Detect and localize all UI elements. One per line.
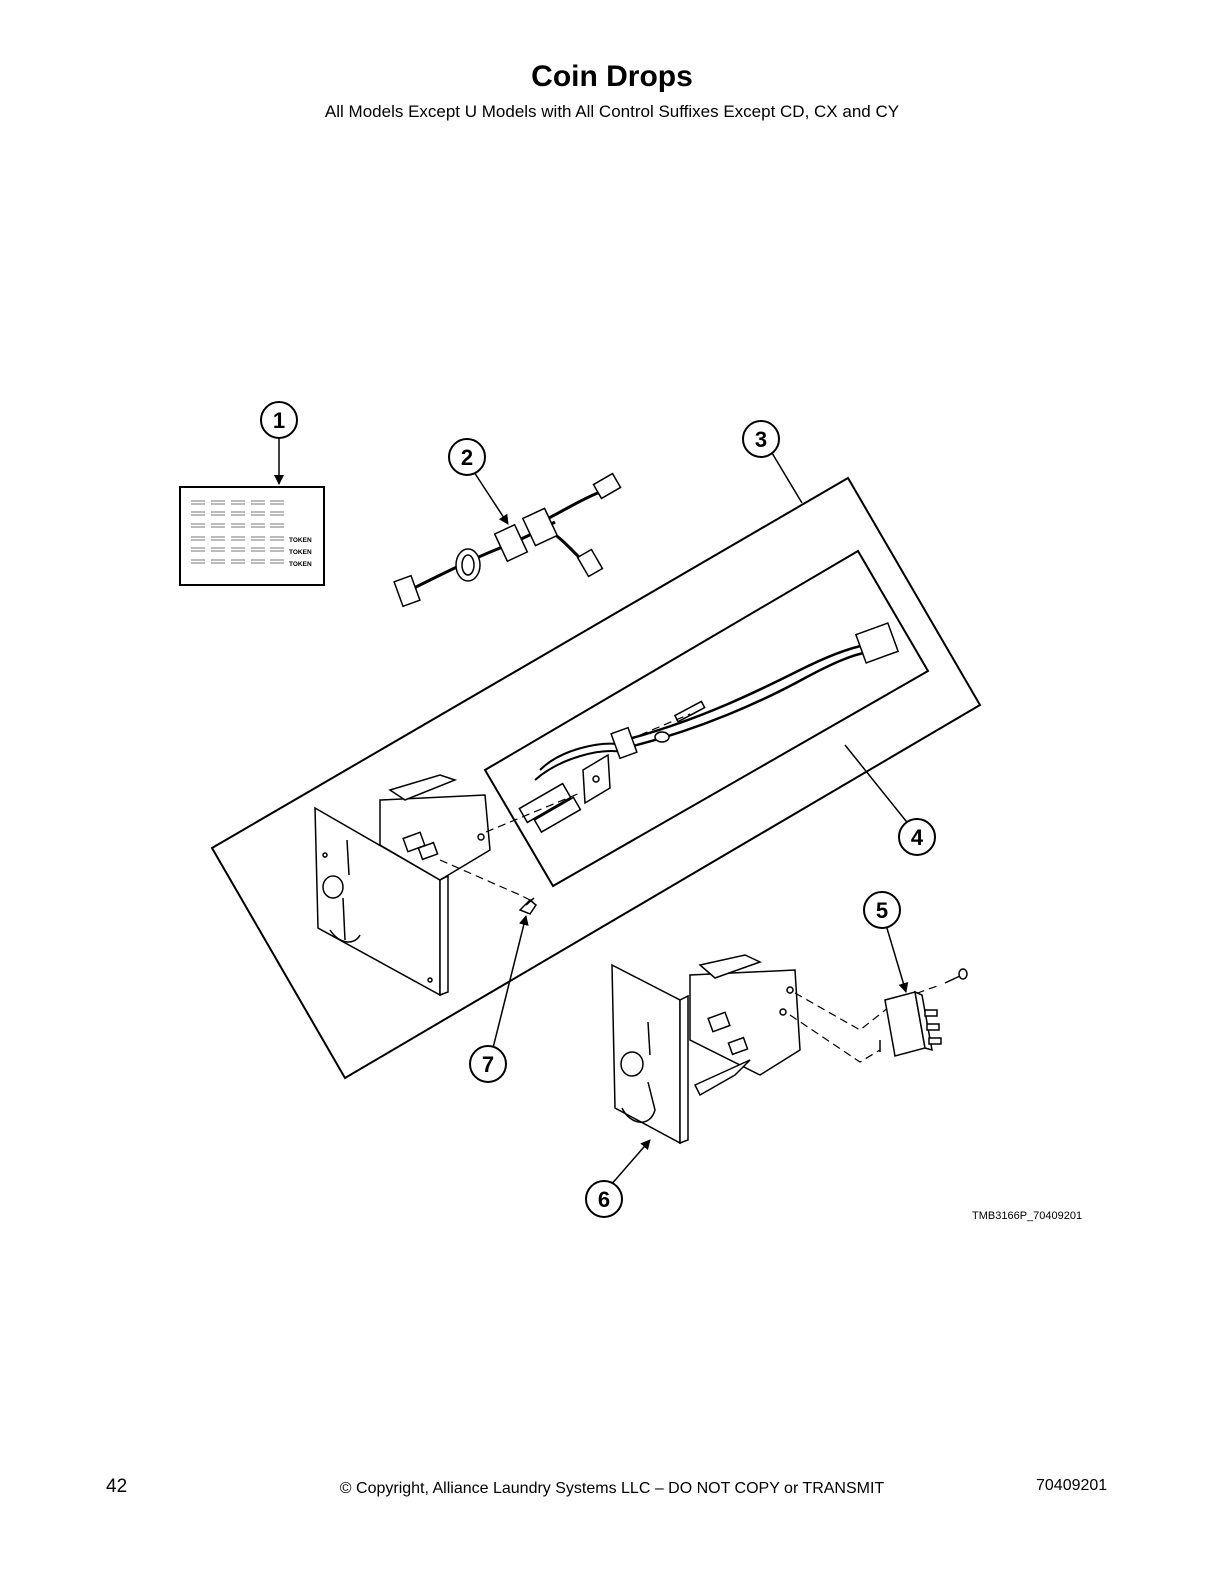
svg-text:2: 2 [461,445,473,470]
decal-token-label: TOKEN [289,561,312,568]
leader-line-6 [609,1139,651,1187]
callout-7: 7 [469,1045,507,1083]
dashed-leader [789,1014,881,1063]
svg-text:6: 6 [598,1187,610,1212]
copyright-notice: © Copyright, Alliance Laundry Systems LL… [339,1480,885,1497]
dashed-leader [639,713,691,736]
svg-text:1: 1 [273,408,285,433]
callout-5: 5 [863,891,901,929]
svg-text:5: 5 [876,898,888,923]
callout-3: 3 [742,420,780,458]
sensor-harness-part [518,622,900,834]
coin-drop-assembly-3 [314,774,491,997]
callout-6: 6 [585,1180,623,1218]
decal-part: TOKEN TOKEN TOKEN [179,486,325,586]
drawing-reference: TMB3166P_70409201 [972,1210,1082,1222]
leader-line-2 [473,471,509,525]
leader-line-7 [492,915,529,1049]
micro-switch-part [879,990,942,1057]
clip-part [518,897,537,915]
callout-4: 4 [898,818,936,856]
leader-line-3 [771,452,803,504]
dashed-leader [439,859,531,901]
svg-text:7: 7 [482,1052,494,1077]
callout-2: 2 [448,438,486,476]
wire-harness-part [393,472,622,608]
svg-text:3: 3 [755,427,767,452]
leader-line-4 [844,744,911,827]
decal-token-label: TOKEN [289,549,312,556]
page-number: 42 [106,1476,128,1497]
page-subtitle: All Models Except U Models with All Cont… [324,102,900,121]
kit-boundary-3 [210,476,982,1080]
kit-boundary-4 [483,549,930,888]
decal-token-label: TOKEN [289,537,312,544]
svg-text:4: 4 [911,825,924,850]
page-title: Coin Drops [531,60,693,93]
dashed-leader [485,792,581,833]
leader-line-5 [885,924,909,993]
coin-drop-assembly-6 [611,954,801,1145]
callout-1: 1 [260,401,298,439]
dashed-leader [794,984,941,1031]
screw-part [944,968,968,984]
document-number: 70409201 [1036,1477,1108,1494]
